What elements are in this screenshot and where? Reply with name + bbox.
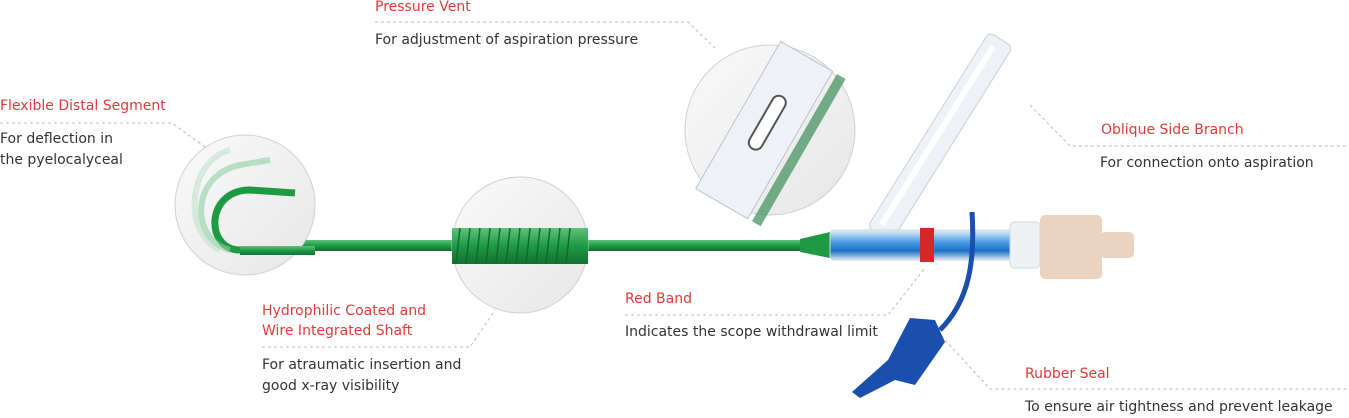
- rubber-seal-title: Rubber Seal: [1025, 366, 1110, 382]
- leader-lines: [0, 21, 1349, 390]
- red-band: [920, 228, 934, 262]
- hydrophilic-desc-1: For atraumatic insertion and: [262, 357, 462, 373]
- shaft-magnifier: [451, 176, 589, 314]
- luer-connector: [1040, 215, 1102, 279]
- hydrophilic-title-2: Wire Integrated Shaft: [262, 323, 413, 339]
- cap-strap: [938, 211, 976, 332]
- rubber-seal-cap: [852, 318, 945, 398]
- pressure-vent-desc: For adjustment of aspiration pressure: [375, 32, 639, 48]
- flexible-distal-title: Flexible Distal Segment: [0, 98, 166, 114]
- flexible-distal-desc-1: For deflection in: [0, 131, 113, 147]
- shaft-cone: [800, 232, 830, 258]
- hydrophilic-title-1: Hydrophilic Coated and: [262, 303, 426, 319]
- oblique-side-branch: [869, 33, 1012, 241]
- oblique-branch-title: Oblique Side Branch: [1101, 122, 1244, 138]
- pressure-vent-magnifier: [684, 40, 856, 227]
- distal-segment-magnifier: [174, 134, 316, 276]
- flexible-distal-desc-2: the pyelocalyceal: [0, 152, 123, 168]
- oblique-branch-desc: For connection onto aspiration: [1100, 155, 1314, 171]
- red-band-title: Red Band: [625, 291, 692, 307]
- hydrophilic-desc-2: good x-ray visibility: [262, 378, 400, 394]
- rubber-seal-desc: To ensure air tightness and prevent leak…: [1025, 399, 1333, 415]
- pressure-vent-title: Pressure Vent: [375, 0, 471, 15]
- red-band-desc: Indicates the scope withdrawal limit: [625, 324, 878, 340]
